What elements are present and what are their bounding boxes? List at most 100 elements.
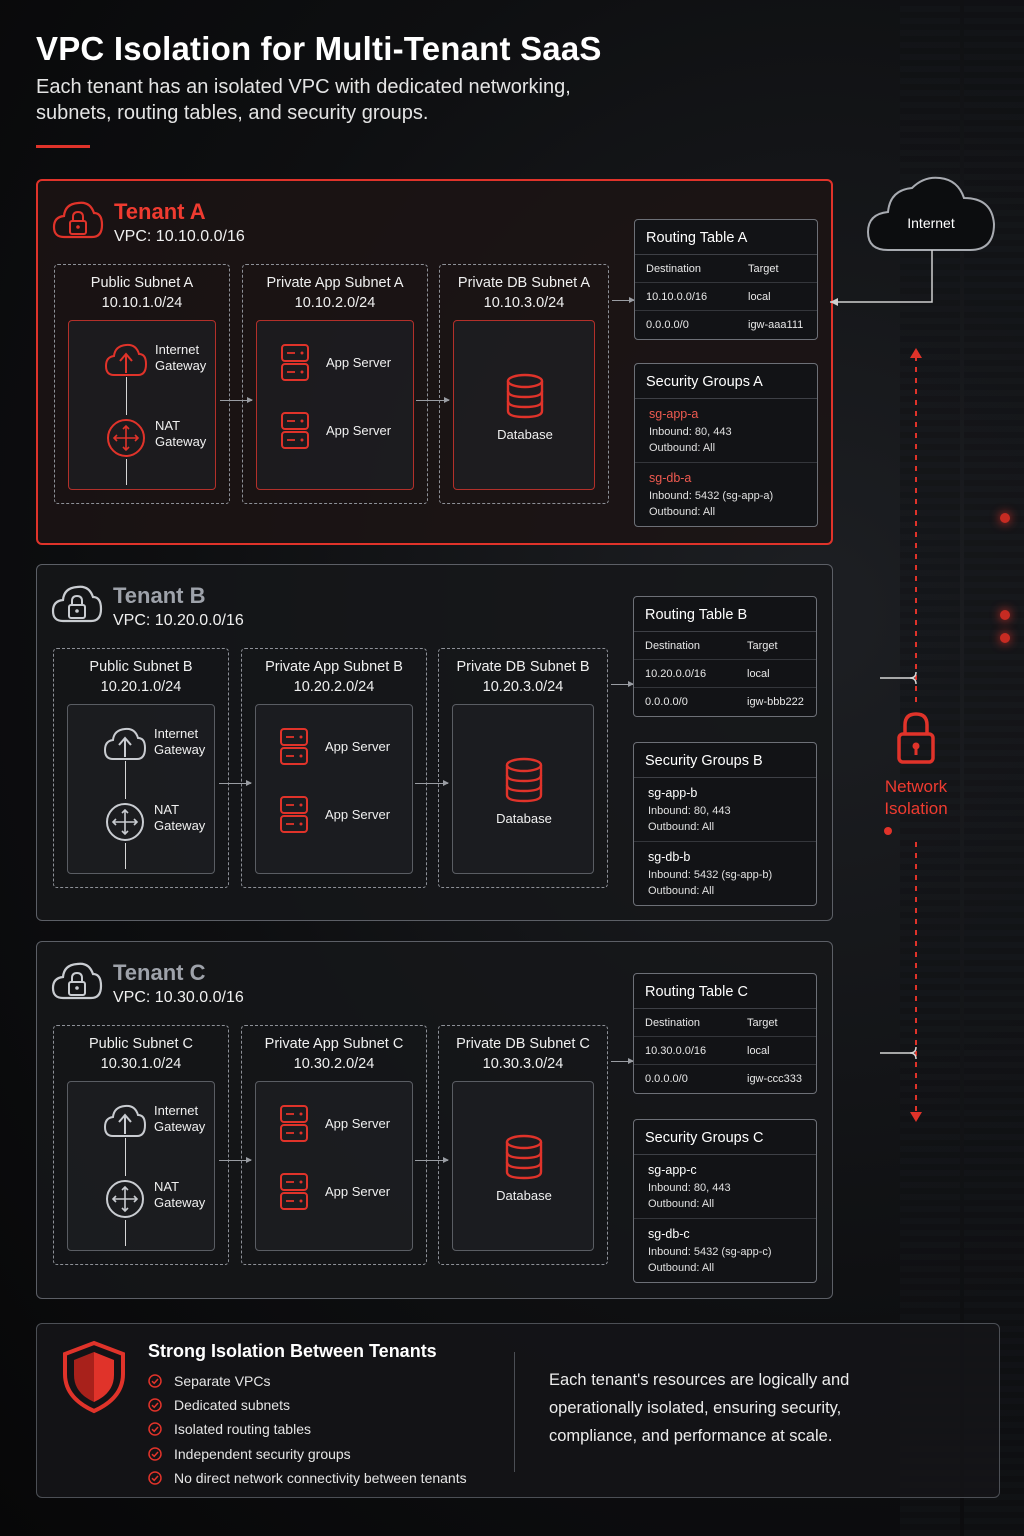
subnet-cidr: 10.20.3.0/24 — [482, 679, 564, 695]
security-groups-title: Security Groups A — [635, 364, 817, 399]
gateway-connector — [125, 843, 126, 869]
app-server-label: App Server — [325, 1184, 391, 1199]
subnet-name: Private DB Subnet A — [457, 275, 591, 291]
column-header-destination: Destination — [646, 262, 702, 275]
security-group-inbound: Inbound: 80, 443 — [648, 805, 731, 817]
flow-arrow — [415, 780, 449, 786]
network-isolation-label-line1: Network — [884, 777, 948, 796]
app-server-icon — [280, 1105, 308, 1142]
database-label: Database — [496, 811, 552, 826]
background-led — [1000, 610, 1010, 620]
cloud-lock-icon — [51, 585, 103, 623]
network-isolation-arrow — [880, 348, 922, 1122]
nat-gateway-icon — [106, 1180, 144, 1218]
routing-table-title: Routing Table C — [634, 974, 816, 1009]
route-destination: 10.30.0.0/16 — [645, 1044, 707, 1057]
label-line: Gateway — [154, 742, 206, 757]
routing-table-title: Routing Table B — [634, 597, 816, 632]
internet-label: Internet — [907, 215, 955, 231]
security-group-name: sg-app-b — [648, 786, 698, 800]
subnet-cidr: 10.10.2.0/24 — [294, 295, 376, 311]
isolation-summary-card: Strong Isolation Between Tenants Separat… — [36, 1323, 1000, 1498]
security-group-name: sg-app-a — [649, 407, 699, 421]
vpc-cidr: VPC: 10.10.0.0/16 — [114, 228, 245, 245]
gateway-connector — [125, 761, 126, 799]
app-server-label: App Server — [326, 423, 392, 438]
route-destination: 10.20.0.0/16 — [645, 667, 707, 680]
label-line: NAT — [154, 802, 180, 817]
subnet-cidr: 10.30.3.0/24 — [482, 1056, 564, 1072]
internet-gateway-icon — [103, 727, 147, 760]
security-group-name: sg-db-a — [649, 471, 692, 485]
security-group-name: sg-app-c — [648, 1163, 697, 1177]
check-circle-icon — [148, 1471, 162, 1485]
app-server-label: App Server — [325, 739, 391, 754]
subnet-resources: Database — [452, 1081, 594, 1251]
summary-description: Each tenant's resources are logically an… — [549, 1371, 850, 1445]
database-label: Database — [496, 1188, 552, 1203]
column-header-target: Target — [748, 262, 779, 275]
label-line: NAT — [155, 418, 181, 433]
summary-feature-text: No direct network connectivity between t… — [174, 1469, 467, 1486]
summary-feature-item: Separate VPCs — [148, 1369, 467, 1393]
vpc-cidr: VPC: 10.20.0.0/16 — [113, 612, 244, 629]
database-label: Database — [497, 427, 553, 442]
flow-arrow — [611, 681, 634, 687]
column-header-destination: Destination — [645, 639, 701, 652]
internet-gateway-icon — [103, 1104, 147, 1137]
route-destination: 0.0.0.0/0 — [646, 319, 689, 331]
summary-feature-text: Independent security groups — [174, 1445, 351, 1462]
column-header-destination: Destination — [645, 1016, 701, 1029]
security-groups-title: Security Groups C — [634, 1120, 816, 1155]
nat-gateway-icon — [106, 803, 144, 841]
check-circle-icon — [148, 1398, 162, 1412]
security-group-inbound: Inbound: 80, 443 — [649, 426, 732, 438]
subnet-cidr: 10.10.3.0/24 — [483, 295, 565, 311]
security-group-inbound: Inbound: 5432 (sg-app-a) — [649, 490, 774, 502]
subnet-title: Private DB Subnet A 10.10.3.0/24 — [440, 273, 608, 313]
subnet-name: Public Subnet C — [89, 1036, 193, 1052]
security-group-outbound: Outbound: All — [649, 506, 716, 518]
summary-feature-text: Dedicated subnets — [174, 1397, 290, 1414]
label-line: Gateway — [154, 1195, 206, 1210]
gateway-connector — [125, 1138, 126, 1176]
flow-arrow — [219, 780, 252, 786]
subnet-cidr: 10.30.1.0/24 — [100, 1056, 182, 1072]
column-header-target: Target — [747, 639, 778, 652]
label-line: Internet — [154, 726, 199, 741]
network-isolation-label-line2: Isolation — [884, 799, 948, 818]
flow-arrow — [612, 297, 635, 303]
routing-table-title: Routing Table A — [635, 220, 817, 255]
label-line: Gateway — [154, 1119, 206, 1134]
subnet-cidr: 10.20.1.0/24 — [100, 679, 182, 695]
app-server-icon — [281, 412, 309, 449]
tenant-name: Tenant C — [113, 960, 206, 985]
label-line: Internet — [154, 1103, 199, 1118]
security-group-name: sg-db-c — [648, 1227, 690, 1241]
security-group-outbound: Outbound: All — [648, 885, 715, 897]
security-group-inbound: Inbound: 5432 (sg-app-b) — [648, 869, 773, 881]
security-group-name: sg-db-b — [648, 850, 691, 864]
